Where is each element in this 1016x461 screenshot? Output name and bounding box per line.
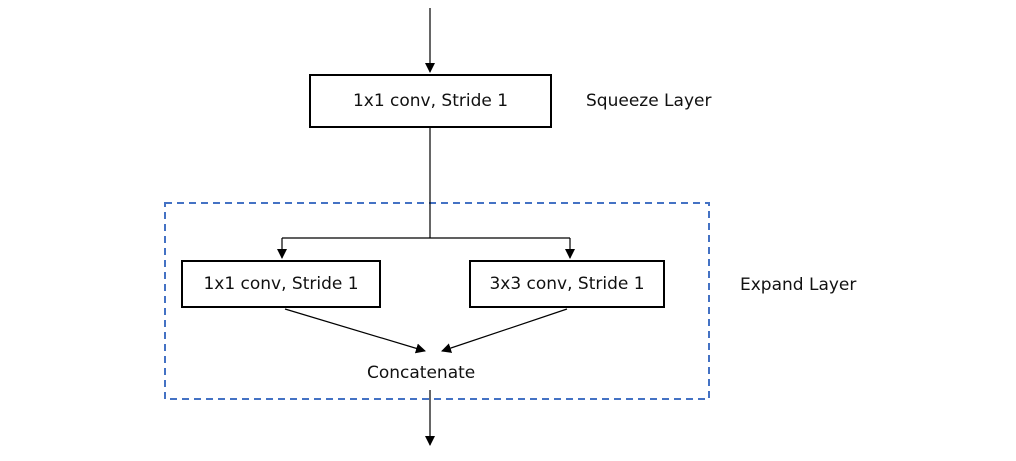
squeeze-conv-node: 1x1 conv, Stride 1 <box>309 74 552 128</box>
expand-1x1-conv-node: 1x1 conv, Stride 1 <box>181 260 381 308</box>
right-to-concat-arrow <box>441 308 568 353</box>
left-to-concat-arrow <box>284 308 426 354</box>
concatenate-label: Concatenate <box>367 363 476 383</box>
expand-layer-label: Expand Layer <box>740 275 857 295</box>
squeeze-layer-label: Squeeze Layer <box>586 91 712 111</box>
expand-3x3-conv-node: 3x3 conv, Stride 1 <box>469 260 665 308</box>
expand-layer-dashed-group <box>164 202 710 400</box>
